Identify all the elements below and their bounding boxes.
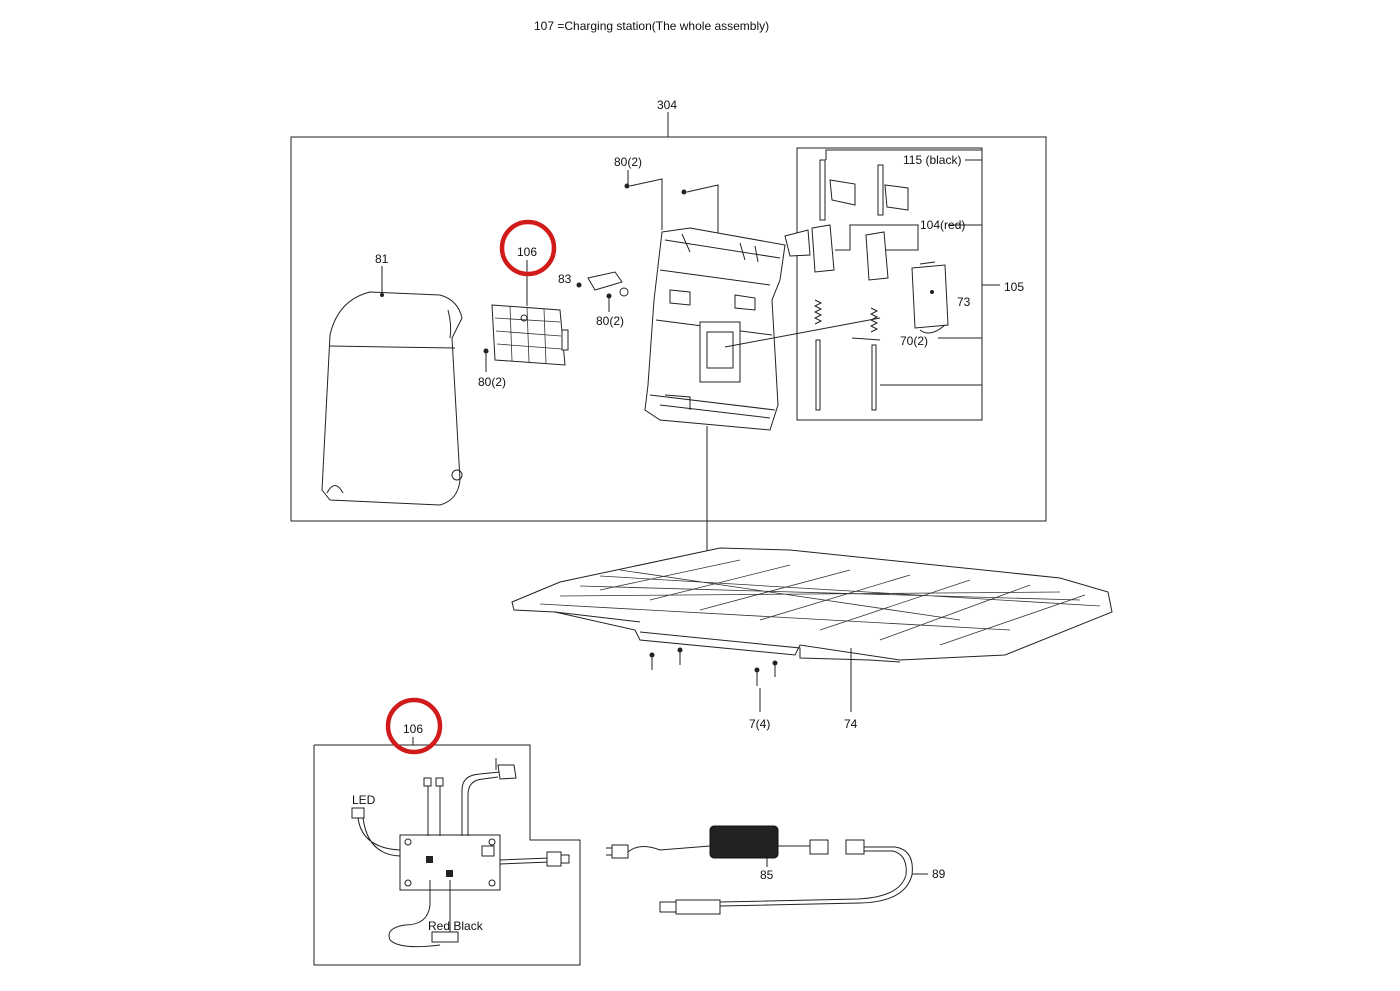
label-304: 304 [657, 98, 677, 112]
station-base-body[interactable] [644, 227, 786, 431]
screw-80-top[interactable] [624, 170, 719, 240]
screw-80-left[interactable] [483, 348, 489, 373]
part-81-cover[interactable] [321, 291, 463, 506]
label-81: 81 [375, 252, 389, 266]
label-7: 7(4) [749, 717, 770, 731]
label-73: 73 [957, 295, 971, 309]
label-106-top: 106 [517, 245, 537, 259]
pcb-wiring-frame [313, 744, 581, 966]
leader-115 [825, 149, 983, 161]
part-104-contact-red[interactable] [784, 224, 889, 281]
part-springs[interactable] [813, 299, 879, 411]
label-80-left: 80(2) [478, 375, 506, 389]
label-70: 70(2) [900, 334, 928, 348]
part-74-base-plate[interactable] [511, 547, 1113, 663]
label-red-black: Red Black [428, 919, 484, 933]
part-73-clip[interactable] [911, 261, 949, 334]
leader-104 [835, 224, 919, 251]
part-83-switch[interactable] [576, 271, 629, 312]
part-85-power-adapter[interactable] [606, 825, 865, 859]
label-led: LED [352, 793, 376, 807]
label-115: 115 (black) [903, 153, 961, 167]
label-85: 85 [760, 868, 774, 882]
upper-assembly-group: 304 81 106 80(2) [290, 98, 1047, 560]
wire-harness[interactable] [351, 758, 570, 948]
label-74: 74 [844, 717, 858, 731]
label-83: 83 [558, 272, 572, 286]
leader-70 [724, 317, 881, 348]
label-104: 104(red) [920, 218, 965, 232]
label-106-bottom: 106 [403, 722, 423, 736]
screws-7[interactable] [649, 647, 778, 687]
highlight-circle-106-top [499, 219, 557, 277]
label-105: 105 [1004, 280, 1024, 294]
label-80-mid: 80(2) [596, 314, 624, 328]
group-105-frame [796, 147, 983, 421]
highlight-circle-106-bottom [385, 697, 443, 755]
pcb-wiring-group: 106 LED Re [313, 697, 581, 966]
part-89-extension-cable[interactable] [659, 846, 913, 915]
part-106-pcb[interactable] [491, 304, 569, 366]
label-80-top: 80(2) [614, 155, 642, 169]
label-89: 89 [932, 867, 946, 881]
assembly-title: 107 =Charging station(The whole assembly… [534, 19, 769, 33]
part-115-contact-black[interactable] [819, 159, 909, 221]
